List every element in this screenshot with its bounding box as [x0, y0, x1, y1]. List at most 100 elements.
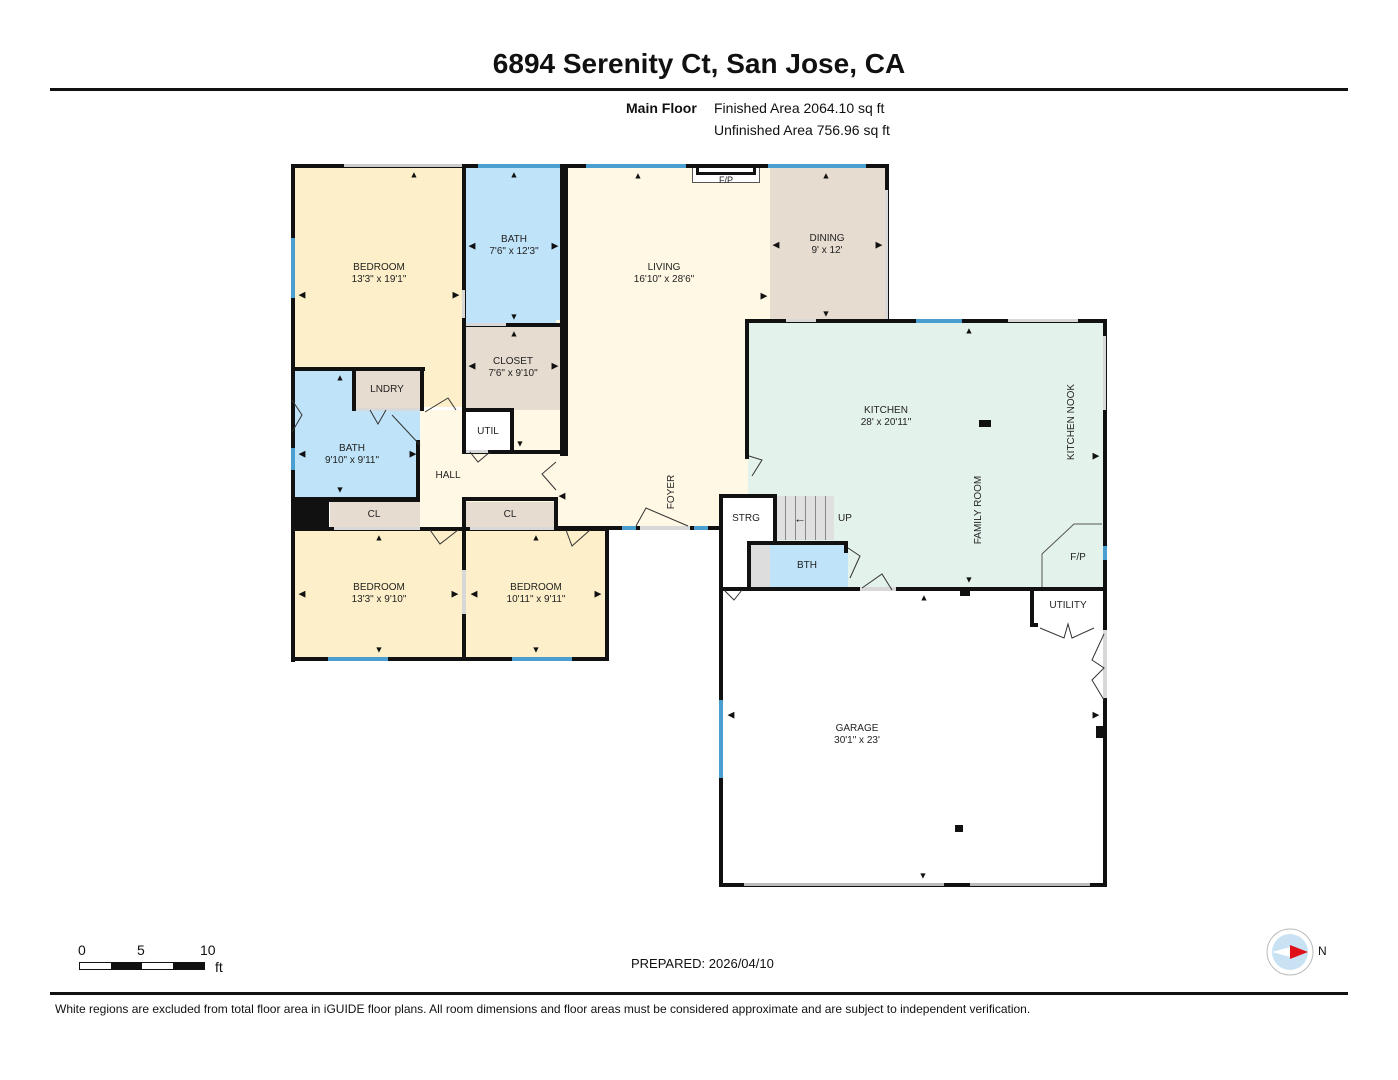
dim-arrow: ◀ — [470, 588, 478, 599]
wall — [1103, 319, 1107, 887]
dim-arrow: ▶ — [1092, 450, 1100, 461]
room-bedroom-master[interactable] — [294, 167, 464, 367]
wall — [462, 497, 558, 501]
wall — [745, 319, 749, 459]
stairs-arrow-icon: ← — [794, 511, 806, 526]
label-strg: STRG — [732, 513, 760, 524]
wall — [462, 323, 562, 327]
door-opening — [885, 190, 888, 320]
prepared-date: PREPARED: 2026/04/10 — [631, 956, 774, 971]
door-opening — [334, 527, 420, 530]
dim-arrow: ◀ — [298, 448, 306, 459]
room-cl-1[interactable] — [330, 502, 420, 528]
label-fireplace-family: F/P — [1070, 552, 1086, 563]
room-stairs[interactable] — [776, 496, 834, 540]
dim-arrow: ▶ — [1092, 709, 1100, 720]
dim-arrow: ▼ — [821, 308, 831, 319]
compass-north-label: N — [1318, 944, 1327, 958]
window — [512, 657, 572, 661]
door-opening — [466, 450, 488, 453]
dim-arrow: ▶ — [409, 448, 417, 459]
compass — [1265, 927, 1315, 977]
dim-arrow: ▲ — [335, 372, 345, 383]
room-bath-1[interactable] — [464, 167, 562, 325]
window — [586, 164, 686, 168]
header-divider — [50, 88, 1348, 91]
window — [1103, 546, 1107, 560]
dim-arrow: ▼ — [964, 574, 974, 585]
wall — [291, 527, 609, 531]
window — [694, 526, 708, 530]
wall — [605, 528, 609, 661]
dim-arrow: ◀ — [727, 709, 735, 720]
dim-arrow: ◀ — [772, 239, 780, 250]
dim-arrow: ▲ — [509, 328, 519, 339]
wall — [1096, 726, 1106, 738]
window — [291, 238, 295, 298]
dim-arrow: ▲ — [821, 170, 831, 181]
wall — [462, 408, 514, 412]
dim-arrow: ◀ — [298, 289, 306, 300]
wall — [560, 164, 568, 456]
room-garage[interactable] — [722, 590, 1106, 884]
label-foyer: FOYER — [666, 474, 677, 510]
dim-arrow: ▲ — [531, 532, 541, 543]
unfinished-area: Unfinished Area 756.96 sq ft — [714, 122, 890, 138]
room-living-lower[interactable] — [556, 320, 746, 528]
dim-arrow: ▲ — [964, 325, 974, 336]
dim-arrow: ▼ — [374, 644, 384, 655]
door-opening — [640, 526, 690, 530]
dim-arrow: ▼ — [918, 870, 928, 881]
footer-divider — [50, 992, 1348, 995]
window — [916, 319, 962, 323]
window-frame — [786, 319, 816, 322]
room-util[interactable] — [464, 410, 512, 452]
door-opening — [1103, 630, 1107, 698]
room-lndry[interactable] — [354, 370, 420, 410]
room-dining[interactable] — [770, 167, 886, 322]
dim-arrow: ▶ — [594, 588, 602, 599]
door-opening — [860, 587, 896, 591]
room-cl-2[interactable] — [466, 502, 556, 528]
dim-arrow: ▶ — [551, 360, 559, 371]
scale-tick-5: 5 — [137, 942, 145, 958]
dim-arrow: ▲ — [633, 170, 643, 181]
label-bth: BTH — [797, 560, 817, 571]
dim-arrow: ◀ — [298, 588, 306, 599]
dim-arrow: ▶ — [451, 588, 459, 599]
floor-name: Main Floor — [626, 100, 697, 116]
wall — [291, 657, 609, 661]
room-bth-side — [750, 544, 770, 588]
wall — [291, 367, 425, 371]
label-cl-1: CL — [367, 509, 381, 520]
wall — [556, 526, 722, 530]
dim-arrow: ▶ — [760, 290, 768, 301]
room-utility[interactable] — [1032, 590, 1104, 626]
window — [622, 526, 636, 530]
door-opening — [462, 290, 465, 318]
room-bedroom-2[interactable] — [294, 530, 464, 658]
label-hall: HALL — [435, 470, 461, 481]
wall — [352, 367, 356, 411]
dim-arrow: ▼ — [335, 484, 345, 495]
label-family-room: FAMILY ROOM — [973, 475, 984, 545]
wall — [773, 494, 777, 544]
dim-arrow: ▼ — [509, 311, 519, 322]
label-stairs-up: UP — [838, 513, 852, 524]
wall — [291, 498, 329, 530]
wall — [291, 497, 420, 502]
wall — [747, 541, 751, 589]
dim-arrow: ▶ — [452, 289, 460, 300]
scale-tick-10: 10 — [200, 942, 216, 958]
disclaimer: White regions are excluded from total fl… — [55, 1002, 1031, 1016]
scale-tick-0: 0 — [78, 942, 86, 958]
wall — [747, 541, 847, 545]
door-opening — [356, 408, 420, 411]
room-bedroom-3[interactable] — [466, 530, 606, 658]
